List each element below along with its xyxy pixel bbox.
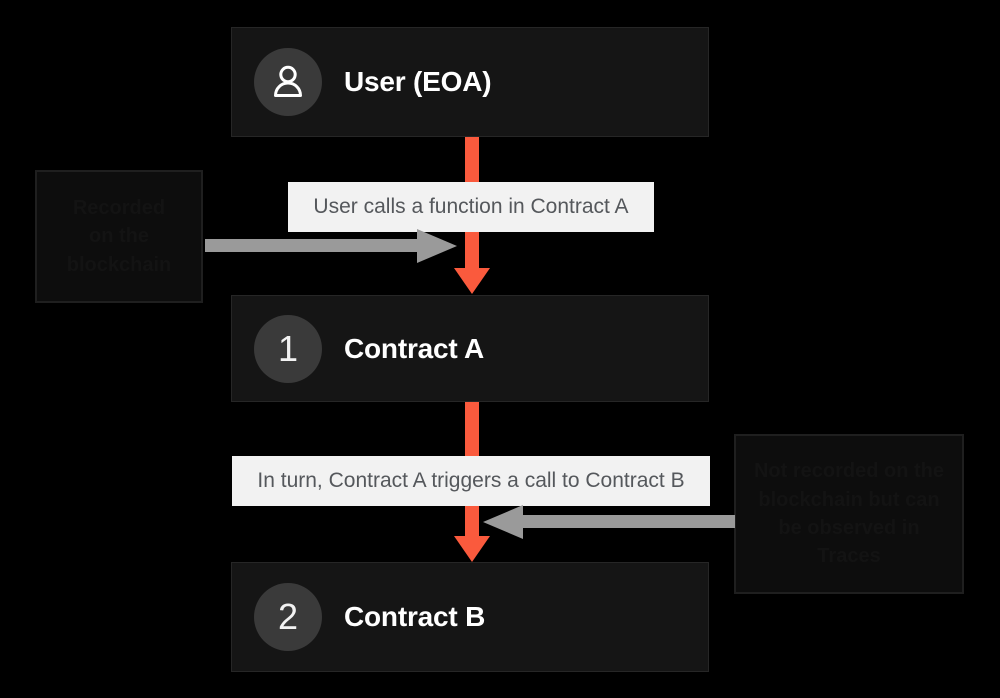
node-user-title: User (EOA) [344,66,492,97]
node-contract-a-title: Contract A [344,332,485,364]
annotation-recorded-on-blockchain: Recorded on the blockchain [35,170,203,303]
node-contract-a[interactable]: 1 Contract A [231,295,709,402]
annotation-recorded-line-3: blockchain [66,253,172,276]
user-avatar-badge [254,48,322,116]
person-icon [274,65,302,97]
edge-label-contract-a-to-contract-b: In turn, Contract A triggers a call to C… [232,456,710,506]
note-arrow-recorded [205,229,457,263]
contract-b-number-badge: 2 [254,583,322,651]
annotation-not-recorded-traces: Not recorded on the blockchain but can b… [734,434,964,594]
node-contract-b[interactable]: 2 Contract B [231,562,709,672]
note-arrow-not-recorded [483,505,735,539]
contract-b-number: 2 [277,596,299,637]
contract-a-number-badge: 1 [254,314,322,383]
node-contract-b-title: Contract B [344,601,486,632]
annotation-not-recorded-line-3: be observed in [778,517,920,539]
annotation-recorded-line-2: on the [88,225,149,248]
annotation-recorded-text: Recorded on the blockchain [67,194,171,279]
edge-label-contract-a-to-contract-b-text: In turn, Contract A triggers a call to C… [257,469,685,492]
annotation-not-recorded-line-1: Not recorded on the [753,460,944,483]
edge-label-user-to-contract-a-text: User calls a function in Contract A [313,195,629,218]
node-user[interactable]: User (EOA) [231,27,709,137]
annotation-recorded-line-1: Recorded [72,196,166,219]
contract-a-number: 1 [277,327,299,369]
annotation-not-recorded-line-4: Traces [817,545,881,568]
edge-label-user-to-contract-a: User calls a function in Contract A [288,182,654,232]
annotation-not-recorded-text: Not recorded on the blockchain but can b… [754,457,944,571]
annotation-not-recorded-line-2: blockchain but can [758,488,940,511]
